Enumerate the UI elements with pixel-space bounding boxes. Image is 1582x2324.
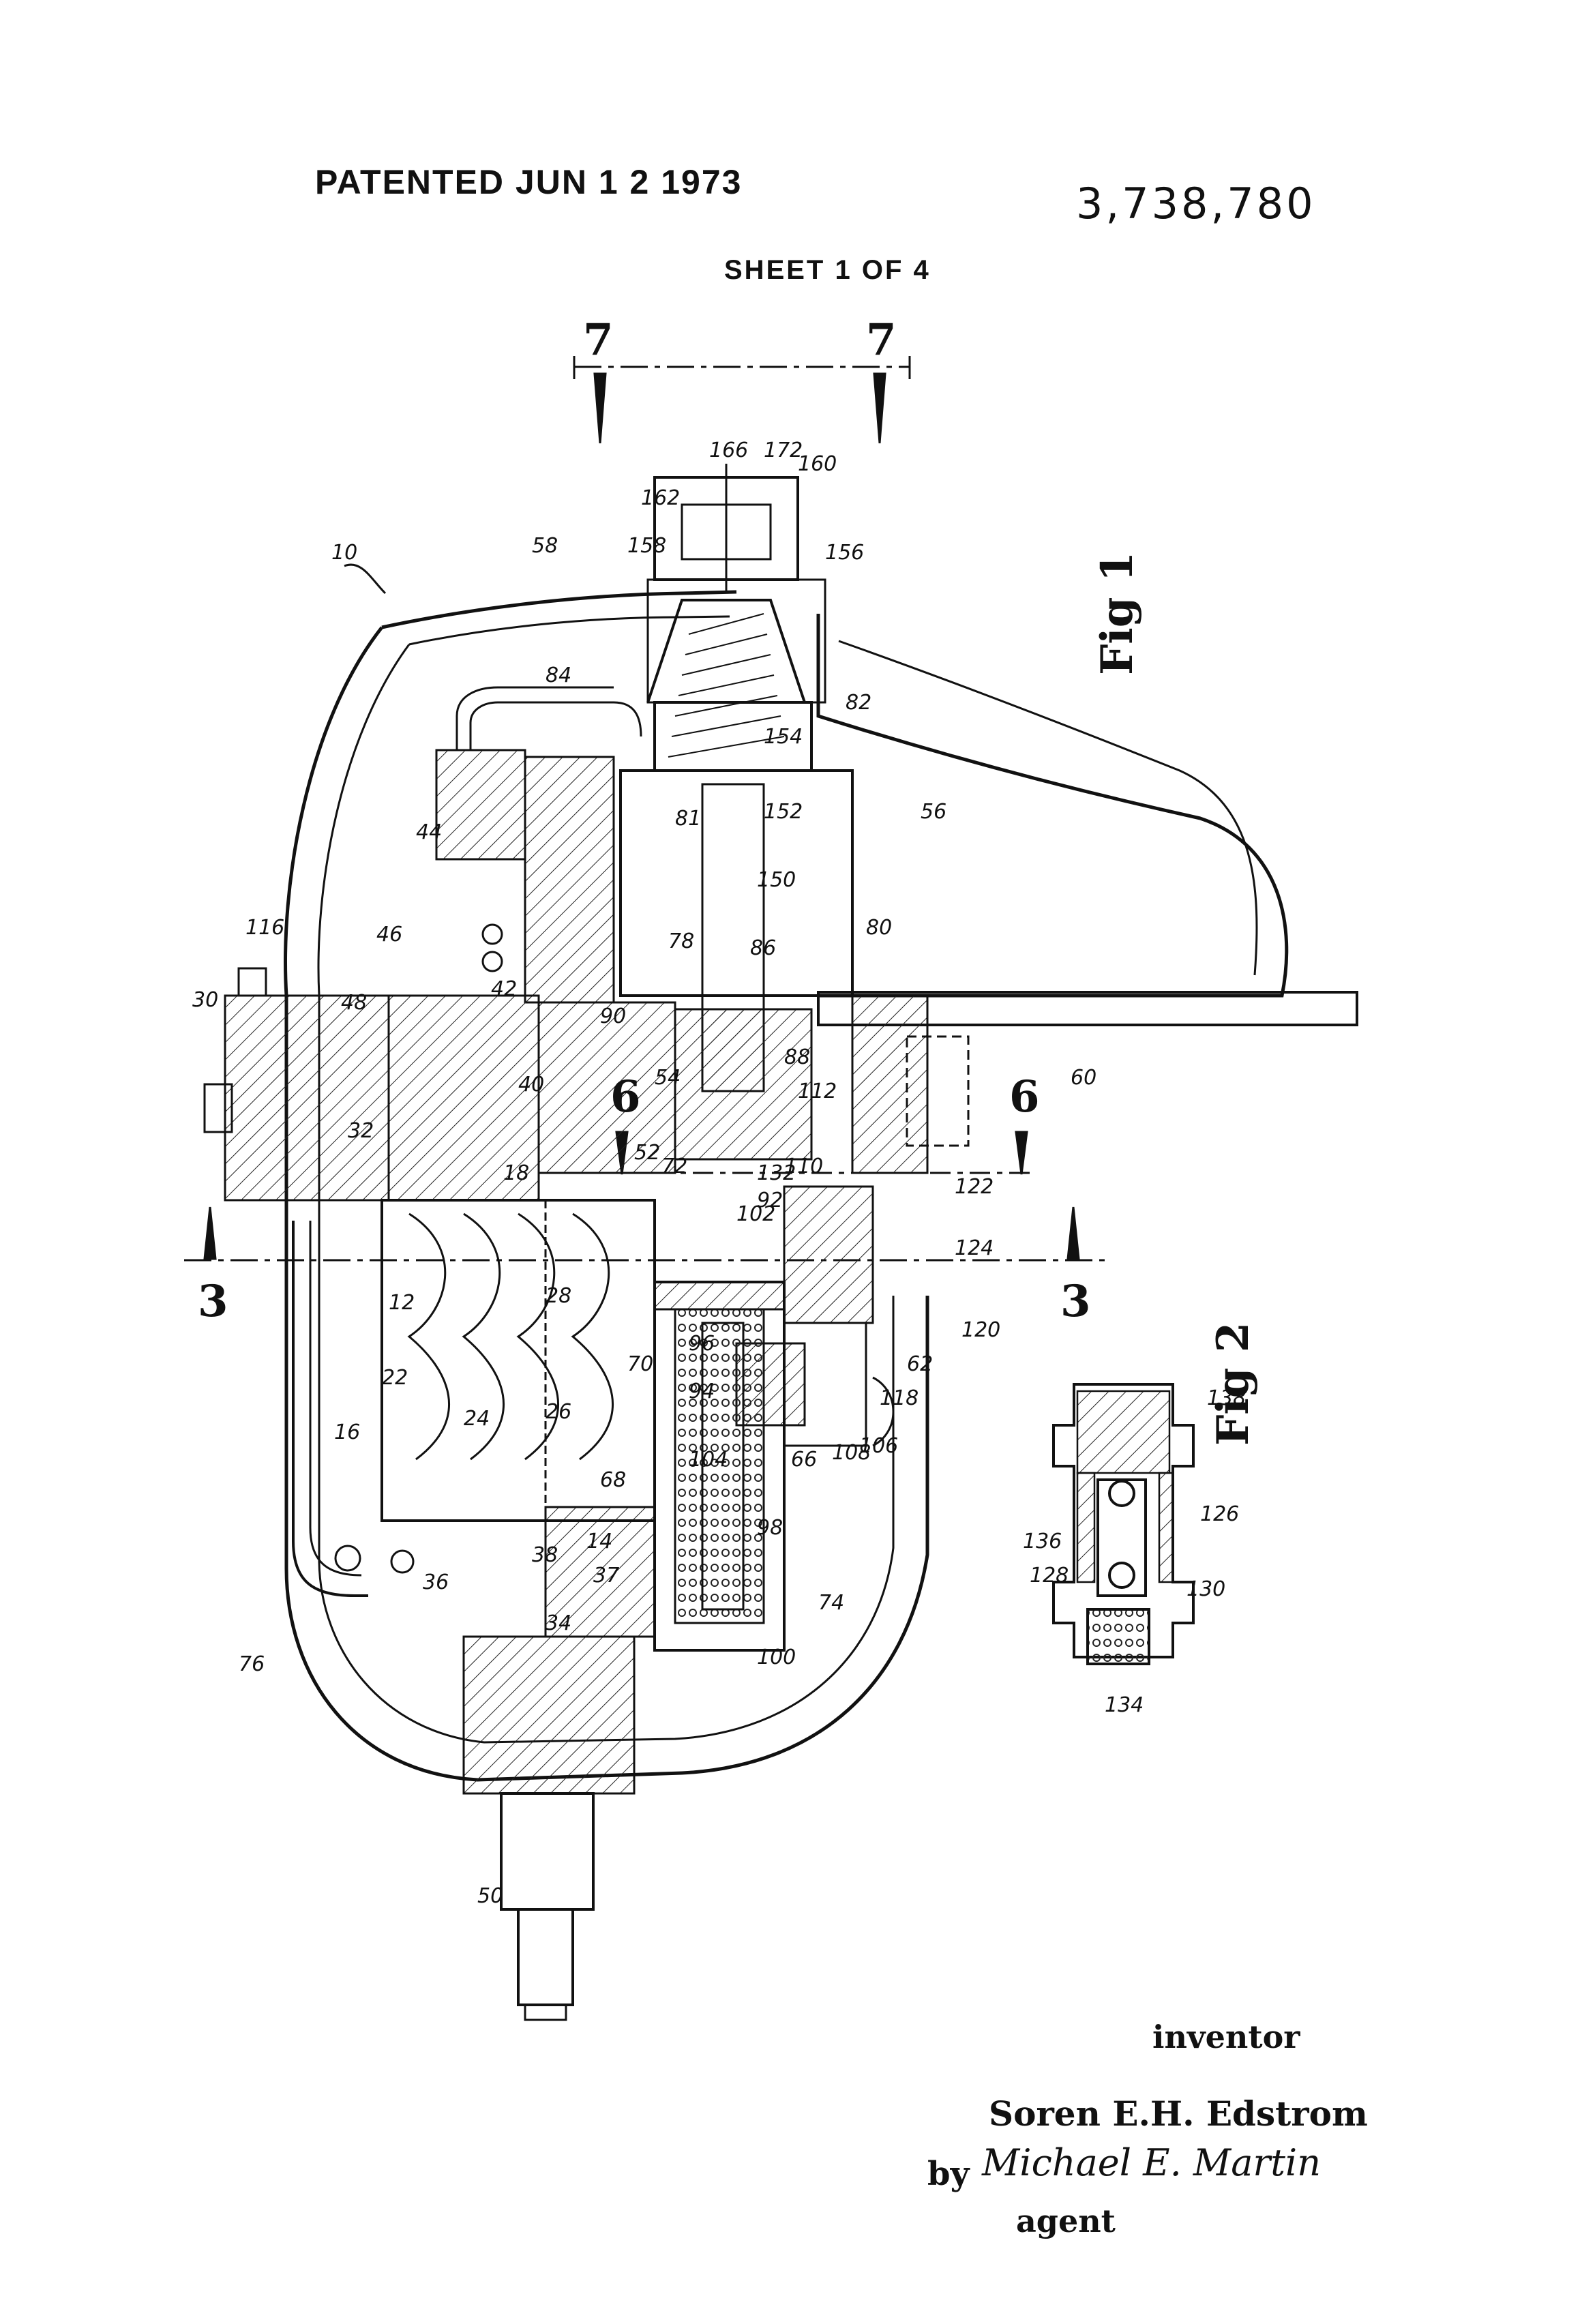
ref-108: 108 [832,1441,871,1465]
ref-98: 98 [757,1516,783,1540]
ref-92: 92 [757,1189,783,1212]
ref-86: 86 [750,936,776,960]
ref-14: 14 [586,1530,612,1553]
ref-162: 162 [641,486,680,510]
ref-96: 96 [689,1332,715,1356]
inventor-label: inventor [1152,2018,1300,2055]
ref-84: 84 [546,664,571,687]
ref-26: 26 [546,1400,571,1424]
ref-76: 76 [239,1652,265,1676]
ref-40: 40 [518,1073,544,1097]
ref-44: 44 [416,820,442,844]
ref-12: 12 [389,1291,415,1315]
ref-152: 152 [764,800,803,824]
ref-28: 28 [546,1284,571,1308]
ref-52: 52 [634,1141,660,1165]
ref-81: 81 [675,807,701,831]
ref-30: 30 [192,988,218,1012]
ref-46: 46 [376,923,402,947]
ref-160: 160 [798,452,837,476]
section-7-left: 7 [583,314,614,366]
inventor-name: Soren E.H. Edstrom [989,2094,1368,2134]
ref-128: 128 [1030,1564,1069,1588]
ref-90: 90 [600,1004,626,1028]
ref-172: 172 [764,438,803,462]
ref-88: 88 [784,1045,810,1069]
ref-24: 24 [464,1407,490,1431]
figure-2-label: Fig 2 [1208,1322,1259,1446]
section-7-right: 7 [866,314,897,366]
ref-118-right: 118 [880,1386,919,1410]
ref-38: 38 [532,1543,558,1567]
ref-16: 16 [334,1420,360,1444]
ref-54: 54 [655,1066,681,1090]
ref-18: 18 [503,1161,529,1185]
ref-116: 116 [245,916,284,940]
agent-label: agent [1016,2203,1116,2239]
ref-130: 130 [1186,1577,1225,1601]
ref-42: 42 [491,977,517,1001]
ref-50: 50 [477,1884,503,1908]
ref-66: 66 [791,1448,817,1472]
ref-70: 70 [627,1352,653,1376]
ref-136: 136 [1023,1530,1062,1553]
ref-158: 158 [627,534,666,558]
ref-60: 60 [1071,1066,1096,1090]
ref-72: 72 [661,1154,687,1178]
ref-104: 104 [689,1448,728,1472]
ref-56: 56 [921,800,946,824]
ref-126: 126 [1200,1502,1239,1526]
agent-signature: Michael E. Martin [982,2141,1321,2184]
section-6-bottom: 6 [1009,1071,1040,1122]
ref-36: 36 [423,1570,449,1594]
ref-48: 48 [341,991,367,1015]
ref-94: 94 [689,1380,715,1403]
ref-154: 154 [764,725,803,749]
ref-74: 74 [818,1591,844,1615]
ref-37: 37 [593,1564,619,1588]
ref-100: 100 [757,1645,796,1669]
ref-112: 112 [798,1079,837,1103]
ref-82: 82 [846,691,871,715]
by-label: by [927,2155,969,2193]
ref-22: 22 [382,1366,408,1390]
ref-120: 120 [961,1318,1000,1342]
ref-122: 122 [955,1175,994,1199]
section-3-left: 3 [198,1276,228,1327]
figure-1-label: Fig 1 [1092,552,1143,675]
ref-166: 166 [709,438,748,462]
section-3-right: 3 [1060,1276,1091,1327]
ref-132: 132 [757,1161,796,1185]
section-6-top: 6 [610,1071,641,1122]
ref-124: 124 [955,1236,994,1260]
ref-62: 62 [907,1352,933,1376]
ref-68: 68 [600,1468,626,1492]
ref-32: 32 [348,1119,374,1143]
ref-58: 58 [532,534,558,558]
ref-34: 34 [546,1611,571,1635]
ref-134: 134 [1105,1693,1144,1717]
ref-80: 80 [866,916,892,940]
ref-150: 150 [757,868,796,892]
ref-10: 10 [331,541,357,565]
ref-156: 156 [825,541,864,565]
ref-78: 78 [668,929,694,953]
